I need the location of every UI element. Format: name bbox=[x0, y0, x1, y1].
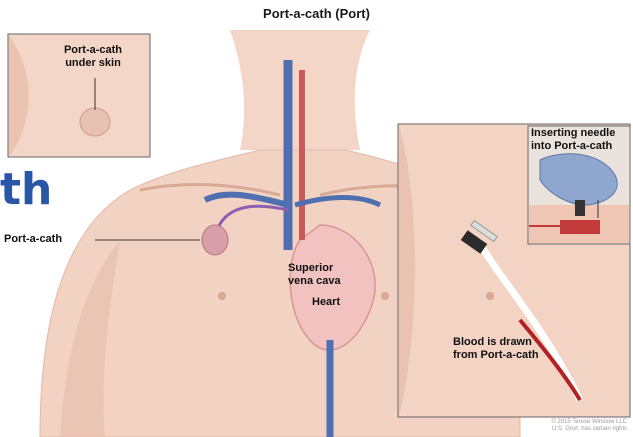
copyright-notice: © 2015 Terese Winslow LLC U.S. Govt. has… bbox=[551, 419, 627, 433]
overlay-heading-text: th bbox=[0, 166, 52, 214]
label-port-under-skin: Port-a-cath under skin bbox=[58, 44, 128, 70]
nipple-right bbox=[381, 292, 389, 300]
inset-port-bump bbox=[80, 108, 110, 136]
nipple-left bbox=[218, 292, 226, 300]
inset-right-nipple bbox=[486, 292, 494, 300]
label-heart: Heart bbox=[312, 296, 340, 309]
port-under-skin bbox=[560, 220, 600, 234]
label-inserting-needle: Inserting needle into Port-a-cath bbox=[531, 127, 631, 153]
needle-device bbox=[575, 200, 585, 216]
port-bump bbox=[202, 225, 228, 255]
inset-blood-draw bbox=[398, 124, 630, 417]
diagram-title: Port-a-cath (Port) bbox=[0, 6, 633, 21]
label-superior-vena-cava: Superior vena cava bbox=[288, 262, 368, 288]
label-blood-drawn: Blood is drawn from Port-a-cath bbox=[453, 336, 563, 362]
label-port-a-cath: Port-a-cath bbox=[4, 233, 62, 246]
